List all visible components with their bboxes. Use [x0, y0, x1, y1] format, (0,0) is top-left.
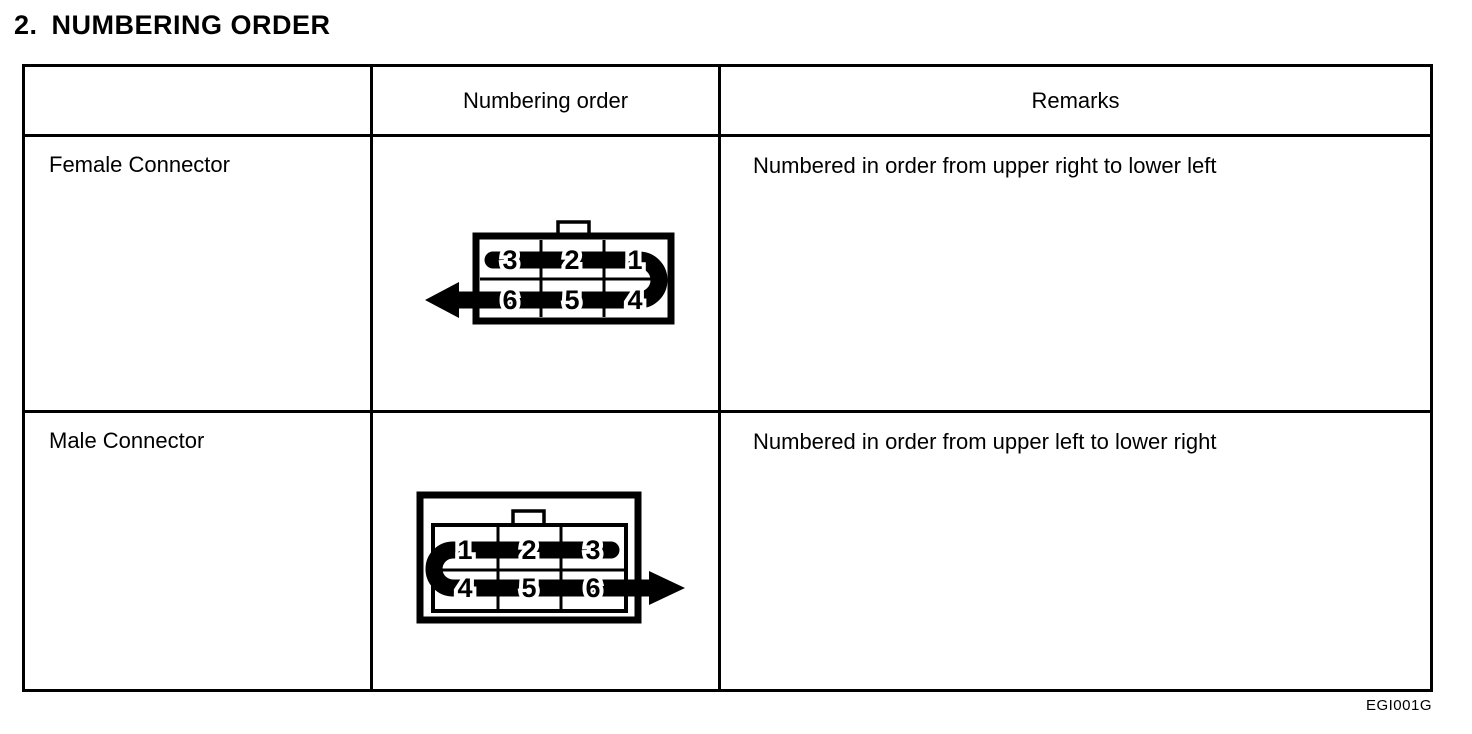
pin-number: 2 — [521, 535, 536, 565]
page-title: 2. NUMBERING ORDER — [14, 10, 331, 41]
female-pin-numbers: 3 2 1 6 5 4 — [498, 241, 646, 319]
male-connector-label: Male Connector — [49, 428, 205, 453]
female-connector-diagram: 3 2 1 6 5 4 — [425, 220, 675, 325]
pin-number: 5 — [564, 285, 579, 315]
male-connector-diagram: 1 2 3 4 5 6 — [416, 491, 685, 624]
section-number: 2. — [14, 10, 38, 40]
female-connector-diagram-cell: 3 2 1 6 5 4 — [373, 137, 721, 413]
pin-number: 1 — [457, 535, 472, 565]
pin-number: 4 — [627, 285, 642, 315]
pin-number: 6 — [502, 285, 517, 315]
pin-number: 3 — [502, 245, 517, 275]
pin-number: 5 — [521, 573, 536, 603]
pin-number: 3 — [585, 535, 600, 565]
male-connector-diagram-cell: 1 2 3 4 5 6 — [373, 413, 721, 689]
header-cell-numbering-order: Numbering order — [373, 67, 721, 137]
header-label-remarks: Remarks — [1031, 87, 1120, 113]
male-connector-body — [431, 523, 628, 613]
row-label-female-connector: Female Connector — [25, 137, 373, 413]
row-label-male-connector: Male Connector — [25, 413, 373, 689]
pin-number: 6 — [585, 573, 600, 603]
arrow-head-right-icon — [649, 571, 685, 605]
section-title-text: NUMBERING ORDER — [51, 10, 331, 40]
female-connector-label: Female Connector — [49, 152, 230, 177]
numbering-order-table: Numbering order Remarks Female Connector — [22, 64, 1433, 692]
pin-number: 1 — [627, 245, 642, 275]
male-pin-numbers: 1 2 3 4 5 6 — [453, 531, 604, 607]
numbering-path — [425, 541, 660, 597]
male-remark-cell: Numbered in order from upper left to low… — [721, 413, 1430, 689]
pin-number: 4 — [457, 573, 472, 603]
numbering-path — [448, 251, 668, 309]
male-remark-text: Numbered in order from upper left to low… — [753, 429, 1217, 454]
header-label-numbering-order: Numbering order — [462, 87, 629, 113]
arrow-head-left-icon — [425, 282, 459, 318]
female-remark-text: Numbered in order from upper right to lo… — [753, 153, 1217, 178]
header-cell-remarks: Remarks — [721, 67, 1430, 137]
figure-code: EGI001G — [1365, 697, 1432, 714]
female-remark-cell: Numbered in order from upper right to lo… — [721, 137, 1430, 413]
header-cell-connector-type — [25, 67, 373, 137]
pin-number: 2 — [564, 245, 579, 275]
